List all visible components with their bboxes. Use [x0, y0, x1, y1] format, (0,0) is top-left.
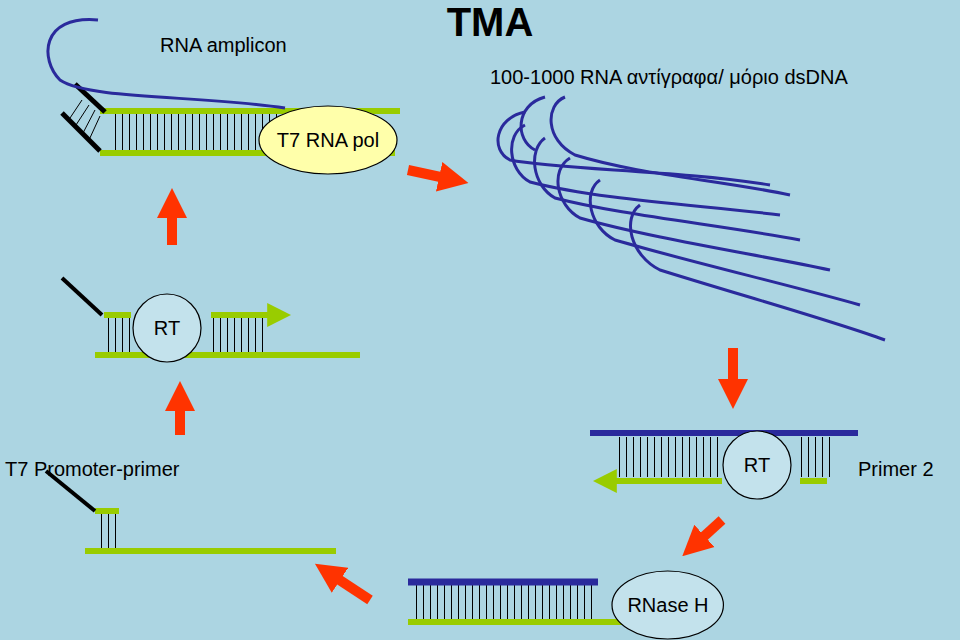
enzyme-circle: RT [132, 293, 202, 363]
enzyme-circle: RT [722, 430, 792, 500]
enzyme-label: RT [744, 454, 770, 476]
node-shape [723, 431, 791, 499]
annotation-label: Primer 2 [858, 458, 934, 480]
node-shape [133, 294, 201, 362]
rna-copies [498, 97, 885, 340]
annotation-label: T7 Promoter-primer [5, 458, 179, 480]
polymerase-ellipse: T7 RNA pol [258, 105, 398, 175]
primer-binding-stage [46, 471, 336, 551]
second-strand-stage [62, 278, 360, 355]
node-shape [612, 571, 723, 639]
transcription-stage [48, 20, 400, 153]
node-shape [259, 106, 397, 174]
enzyme-label: RT [154, 317, 180, 339]
annotation-label: RNA amplicon [160, 34, 287, 56]
enzyme-circle: RNase H [611, 570, 724, 640]
annotation-label: 100-1000 RNA αντίγραφα/ μόριο dsDNA [490, 66, 848, 88]
enzyme-label: T7 RNA pol [277, 129, 379, 151]
diagram-title: TMA [447, 0, 534, 44]
enzyme-label: RNase H [627, 594, 708, 616]
